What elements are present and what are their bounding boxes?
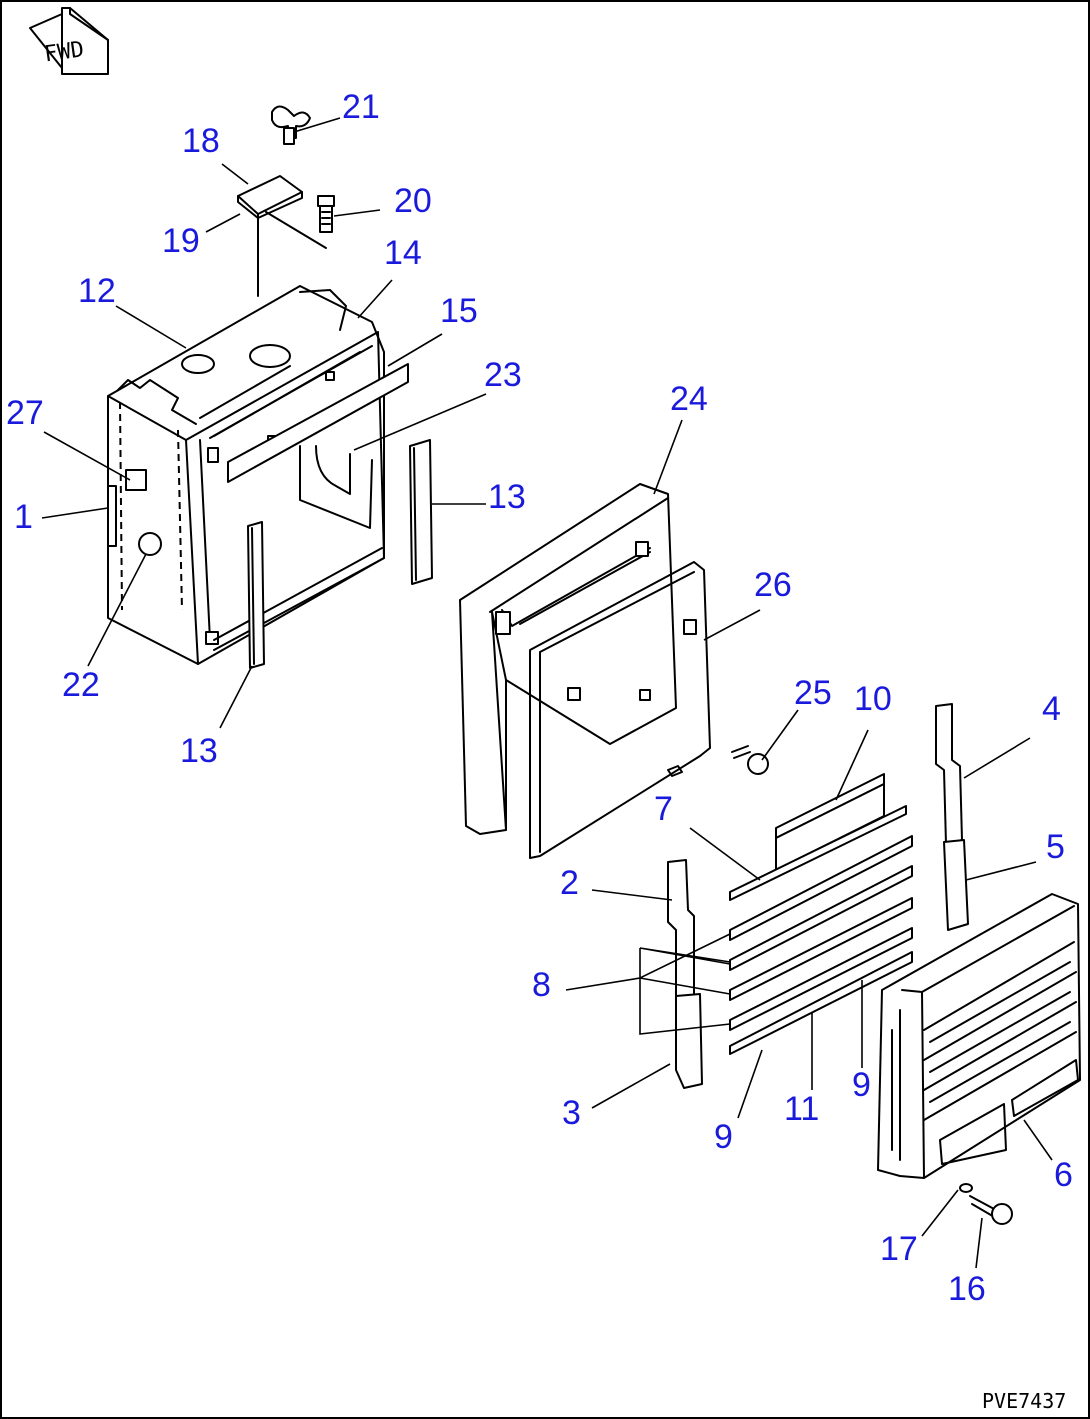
callout-13-lower: 13 bbox=[180, 732, 218, 770]
callout-12: 12 bbox=[78, 272, 116, 310]
callout-5: 5 bbox=[1046, 828, 1065, 866]
callout-15: 15 bbox=[440, 292, 478, 330]
callout-23: 23 bbox=[484, 356, 522, 394]
callout-11: 11 bbox=[784, 1090, 819, 1128]
callout-17: 17 bbox=[880, 1230, 918, 1268]
callout-7: 7 bbox=[654, 790, 673, 828]
callout-9-right: 9 bbox=[852, 1066, 871, 1104]
callout-14: 14 bbox=[384, 234, 422, 272]
part-20-bolt bbox=[317, 195, 335, 233]
callout-22: 22 bbox=[62, 666, 100, 704]
callout-3: 3 bbox=[562, 1094, 581, 1132]
callout-13-upper: 13 bbox=[488, 478, 526, 516]
part-5-bracket bbox=[943, 839, 969, 931]
fwd-label: FWD bbox=[43, 37, 86, 67]
part-13-seal-left bbox=[247, 521, 265, 669]
part-3-bracket bbox=[675, 993, 703, 1089]
callout-2: 2 bbox=[560, 864, 579, 902]
part-26-gasket bbox=[529, 561, 711, 859]
leader-lines bbox=[41, 117, 1053, 1269]
part-16-17-bolt-washer bbox=[959, 1183, 1013, 1225]
part-13-seal-center bbox=[409, 439, 433, 585]
callout-24: 24 bbox=[670, 380, 708, 418]
drawing-number: PVE7437 bbox=[982, 1389, 1066, 1413]
callout-16: 16 bbox=[948, 1270, 986, 1308]
callout-6: 6 bbox=[1054, 1156, 1073, 1194]
part-2-bracket bbox=[667, 859, 695, 1001]
part-4-bracket bbox=[935, 703, 963, 845]
callout-25: 25 bbox=[794, 674, 832, 712]
part-25-bolt bbox=[667, 745, 769, 777]
part-18-plate bbox=[237, 175, 327, 297]
fwd-arrow-icon: FWD bbox=[29, 7, 109, 75]
part-21-wing-bolt bbox=[271, 105, 311, 145]
callout-10: 10 bbox=[854, 680, 892, 718]
callout-19: 19 bbox=[162, 222, 200, 260]
callout-20: 20 bbox=[394, 182, 432, 220]
callout-27: 27 bbox=[6, 394, 44, 432]
part-24-frame bbox=[459, 483, 677, 835]
part-1-main-case bbox=[107, 285, 385, 665]
part-6-grille bbox=[877, 893, 1081, 1179]
callout-21: 21 bbox=[342, 88, 380, 126]
callout-18: 18 bbox=[182, 122, 220, 160]
callout-9-left: 9 bbox=[714, 1118, 733, 1156]
callout-26: 26 bbox=[754, 566, 792, 604]
callout-labels: 21 18 20 19 14 12 15 23 24 27 13 1 26 22… bbox=[6, 88, 1073, 1308]
grille-slats bbox=[729, 773, 913, 1055]
callout-1: 1 bbox=[14, 498, 33, 536]
callout-4: 4 bbox=[1042, 690, 1061, 728]
callout-8: 8 bbox=[532, 966, 551, 1004]
part-15-bar bbox=[227, 363, 409, 483]
